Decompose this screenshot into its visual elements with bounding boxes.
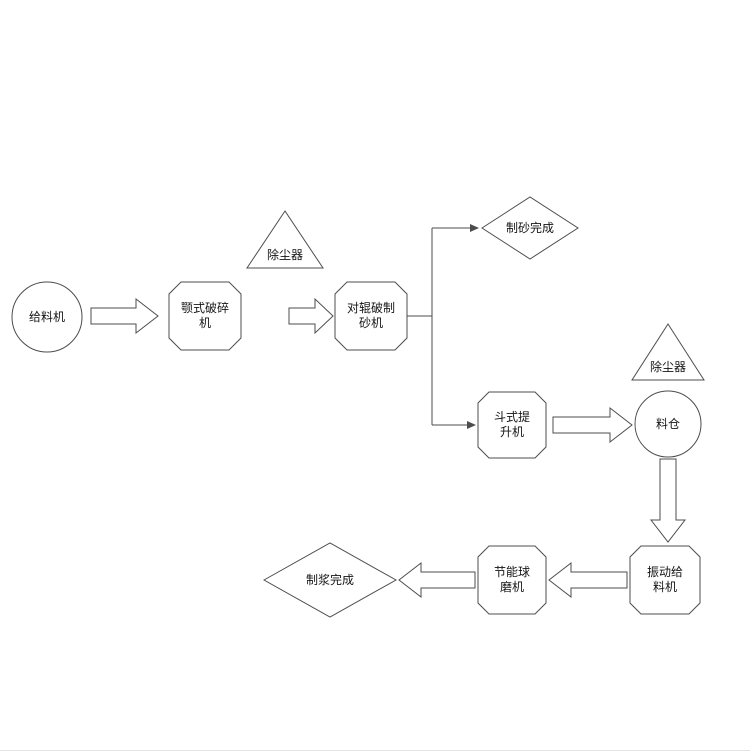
sand-done-label: 制砂完成	[506, 220, 554, 235]
dust-collector-2-label: 除尘器	[650, 359, 686, 374]
slurry-done-label: 制浆完成	[306, 572, 354, 587]
vibrating-feeder-shape	[629, 545, 701, 615]
block-arrow-ballmill-to-slurry-icon	[398, 561, 476, 599]
jaw-crusher-shape	[168, 281, 242, 351]
sand-done-shape	[481, 196, 579, 260]
node-sand-done: 制砂完成	[481, 196, 579, 260]
node-slurry-done: 制浆完成	[262, 542, 398, 618]
bucket-elevator-label-line2: 升机	[500, 425, 524, 439]
ball-mill-label-line2: 磨机	[500, 580, 524, 594]
node-roller-sand-maker: 对辊破制 砂机	[334, 281, 408, 351]
ball-mill-label-line1: 节能球	[494, 565, 530, 579]
bucket-elevator-label-line1: 斗式提	[494, 409, 530, 424]
branch-connectors	[407, 224, 479, 429]
node-bucket-elevator: 斗式提 升机	[477, 391, 547, 459]
feeder-label: 给料机	[29, 310, 65, 324]
node-dust-collector-2: 除尘器	[631, 323, 705, 381]
silo-label: 料仓	[656, 417, 680, 431]
vibrating-feeder-label-line1: 振动给	[647, 565, 683, 579]
flow-arrows	[90, 297, 687, 599]
block-arrow-vibrating-to-ballmill-icon	[548, 561, 628, 599]
arrowhead-to-bucket-elevator-icon	[467, 421, 476, 429]
node-vibrating-feeder: 振动给 料机	[629, 545, 701, 615]
node-feeder: 给料机	[11, 281, 83, 353]
jaw-crusher-label-line2: 机	[199, 316, 211, 330]
dust-collector-1-label: 除尘器	[267, 247, 303, 262]
node-dust-collector-1: 除尘器	[246, 210, 324, 269]
block-arrow-silo-to-vibrating-icon	[649, 458, 687, 543]
vibrating-feeder-label-line2: 料机	[653, 580, 677, 594]
ball-mill-shape	[477, 545, 547, 615]
jaw-crusher-label-line1: 颚式破碎	[181, 300, 229, 315]
roller-sand-maker-label-line1: 对辊破制	[347, 300, 395, 315]
feeder-shape	[11, 281, 83, 353]
roller-sand-maker-shape	[334, 281, 408, 351]
roller-sand-maker-label-line2: 砂机	[359, 316, 383, 330]
arrowhead-to-sand-done-icon	[470, 224, 479, 232]
node-ball-mill: 节能球 磨机	[477, 545, 547, 615]
bucket-elevator-shape	[477, 391, 547, 459]
dust-collector-1-shape	[246, 210, 324, 269]
block-arrow-feeder-to-jaw-icon	[90, 297, 159, 335]
silo-shape	[634, 390, 702, 458]
dust-collector-2-shape	[631, 323, 705, 381]
block-arrow-elevator-to-silo-icon	[552, 406, 633, 444]
slurry-done-shape	[262, 542, 398, 618]
node-silo: 料仓	[634, 390, 702, 458]
node-jaw-crusher: 颚式破碎 机	[168, 281, 242, 351]
block-arrow-jaw-to-roller-icon	[288, 297, 334, 335]
